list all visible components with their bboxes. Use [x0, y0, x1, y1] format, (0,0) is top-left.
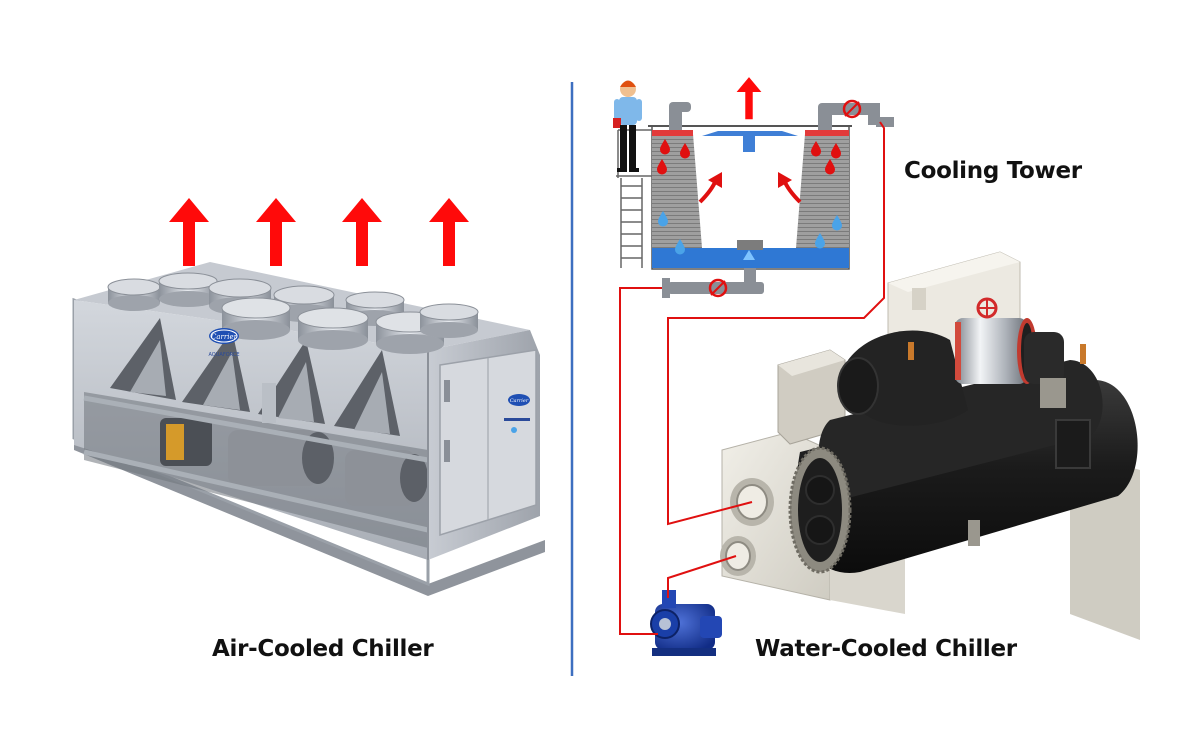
condenser-fans [107, 272, 479, 354]
pump-icon [650, 590, 722, 656]
tower-fan [702, 131, 798, 136]
evaporator-shell [818, 360, 1103, 499]
water-nozzle-lower [720, 536, 756, 576]
tower-inlet-pipes [669, 102, 894, 130]
air-exhaust-arrows [169, 198, 469, 266]
valve-icon [842, 99, 862, 119]
water-loop-lines [619, 121, 885, 635]
water-cooled-chiller [720, 251, 1140, 640]
cooling-tower-label: Cooling Tower [904, 158, 1082, 184]
air-cooled-chiller-label: Air-Cooled Chiller [212, 636, 434, 662]
cooling-tower [613, 77, 894, 298]
pump-to-chiller-line [667, 555, 737, 598]
compressor-housing [848, 330, 968, 426]
up-arrow-icon [256, 198, 296, 266]
up-arrow-icon [169, 198, 209, 266]
brand-logo: Carrier [209, 328, 239, 344]
water-cooled-chiller-label: Water-Cooled Chiller [755, 636, 1017, 662]
fan [419, 303, 479, 338]
valve-icon [708, 278, 728, 298]
up-arrow-icon [429, 198, 469, 266]
brand-logo-text: Carrier [211, 333, 238, 341]
chiller-to-tower-return-line [667, 121, 885, 526]
compressor [228, 430, 318, 486]
brand-logo: Carrier [508, 394, 530, 406]
fan [221, 297, 291, 340]
up-arrow-icon [736, 77, 762, 120]
brand-logo-text: Carrier [510, 398, 529, 404]
tower-outlet-pipe [662, 268, 764, 298]
tower-supply-line [619, 287, 662, 635]
fan [158, 272, 218, 307]
fill-media-right [796, 134, 849, 248]
person-icon [613, 80, 642, 172]
fan [107, 278, 161, 311]
valve-icon [976, 297, 998, 319]
up-arrow-icon [342, 198, 382, 266]
air-cooled-chiller-unit: Carrier AQUAFORCE Carrier [72, 262, 545, 596]
fan [297, 307, 369, 350]
series-logo-text: AQUAFORCE [208, 352, 239, 358]
compressor [345, 450, 415, 506]
